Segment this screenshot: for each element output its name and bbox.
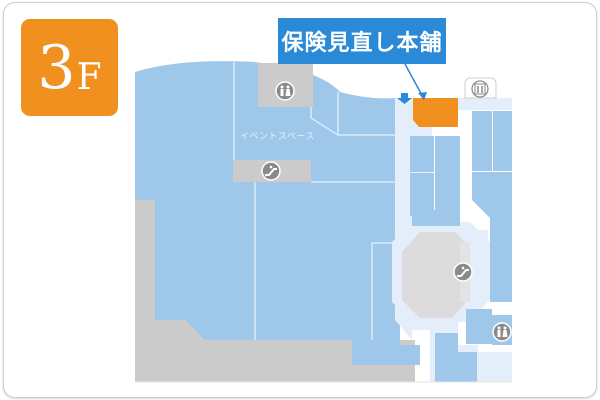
shop-right-2 xyxy=(493,111,512,171)
atrium-void xyxy=(402,232,468,318)
shop-right-3 xyxy=(472,172,512,230)
restroom-icon xyxy=(492,322,512,342)
shop-top-atrium xyxy=(412,210,460,226)
escalator-icon xyxy=(453,262,473,282)
shop-inner-1 xyxy=(410,136,434,172)
callout-pointer-head xyxy=(418,92,427,100)
shop-right-5 xyxy=(466,309,492,344)
highlight-store[interactable] xyxy=(413,98,458,127)
shop-right-1 xyxy=(472,111,492,171)
elevator-icon xyxy=(471,80,489,98)
store-callout-label: 保険見直し本舗 xyxy=(281,31,443,56)
down-arrow-icon xyxy=(397,93,412,104)
shop-bottom-mid xyxy=(435,333,458,382)
event-space-label: イベントスペース xyxy=(240,132,315,142)
shop-right-4 xyxy=(490,230,512,302)
shop-inner-3 xyxy=(410,173,434,216)
floor-badge: 3 F xyxy=(21,19,118,116)
shop-inner-2 xyxy=(435,136,460,216)
shop-block-left xyxy=(135,61,420,365)
escalator-icon xyxy=(261,161,281,181)
corridor-strip xyxy=(395,98,410,243)
floor-unit: F xyxy=(76,57,102,98)
restroom-icon xyxy=(275,81,295,101)
floor-number: 3 xyxy=(37,33,76,103)
shop-bottom-mid-2 xyxy=(458,352,477,382)
store-callout: 保険見直し本舗 xyxy=(278,18,446,64)
